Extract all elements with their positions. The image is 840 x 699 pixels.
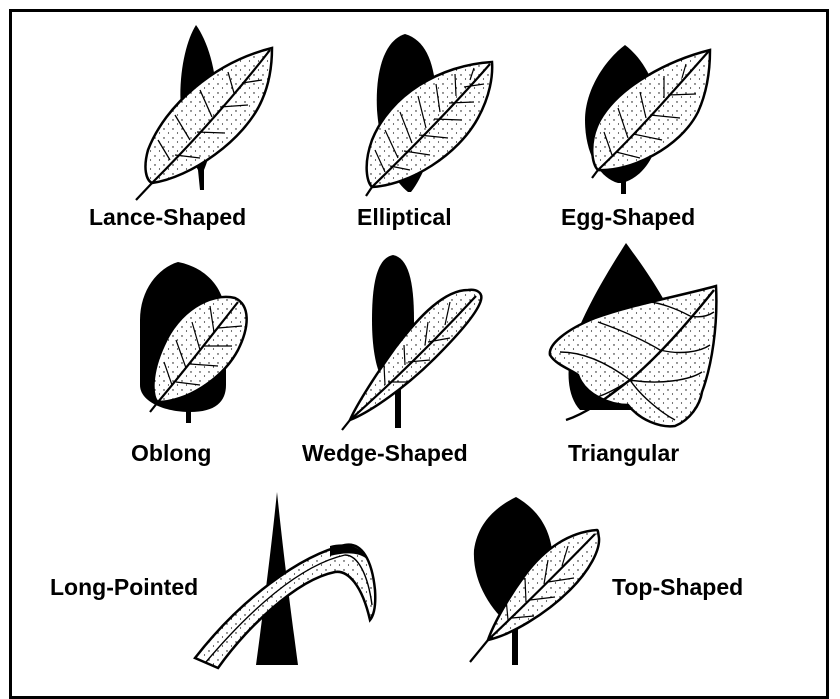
label-oblong: Oblong bbox=[131, 440, 211, 467]
leaf-long-pointed bbox=[195, 492, 375, 668]
leaf-lance-shaped bbox=[136, 25, 272, 200]
label-triangular: Triangular bbox=[568, 440, 679, 467]
leaf-triangular bbox=[550, 243, 717, 426]
leaf-top-shaped bbox=[470, 497, 599, 665]
label-elliptical: Elliptical bbox=[357, 204, 452, 231]
leaf-elliptical bbox=[366, 34, 492, 196]
label-top-shaped: Top-Shaped bbox=[612, 574, 743, 601]
leaf-oblong bbox=[140, 262, 247, 423]
label-egg-shaped: Egg-Shaped bbox=[561, 204, 695, 231]
label-long-pointed: Long-Pointed bbox=[50, 574, 198, 601]
label-wedge-shaped: Wedge-Shaped bbox=[302, 440, 468, 467]
leaf-wedge-shaped bbox=[342, 255, 481, 430]
label-lance-shaped: Lance-Shaped bbox=[89, 204, 246, 231]
leaf-egg-shaped bbox=[585, 45, 710, 194]
